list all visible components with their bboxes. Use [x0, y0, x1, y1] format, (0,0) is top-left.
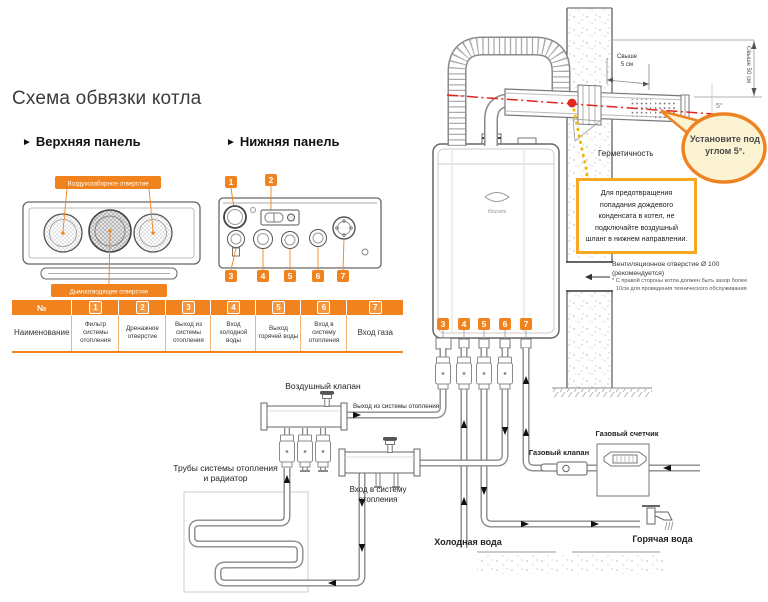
- col-header-no: №: [12, 300, 73, 315]
- section-top-panel: ►Верхняя панель: [22, 134, 141, 149]
- flue-callout: Дымоотводящее отверстие: [70, 289, 149, 296]
- label-air-valve: Воздушный клапан: [285, 381, 361, 391]
- vent-note1: * С правой стороны котла должен быть заз…: [612, 278, 748, 285]
- balloon-text: Установите под углом 5°.: [690, 134, 760, 157]
- air-valve-icon: [319, 390, 335, 407]
- vent-line2: (рекомендуется): [612, 270, 665, 278]
- label-hot-water: Горячая вода: [632, 534, 693, 544]
- brand-logo-icon: [484, 192, 510, 202]
- col-header-6: 6: [300, 300, 348, 315]
- col-header-7: 7: [346, 300, 403, 315]
- piping: [183, 348, 700, 593]
- panel-port-4: [253, 229, 273, 249]
- svg-text:7: 7: [341, 271, 346, 281]
- port-4-name: Вход холодной воды: [210, 315, 257, 353]
- top-panel-drawing: Воздухозаборное отверстие Дымоотводящее …: [22, 176, 201, 297]
- svg-text:5: 5: [288, 271, 293, 281]
- boiler-badge-3: 3: [437, 318, 449, 330]
- port-1-name: Фильтр системы отопления: [71, 315, 120, 353]
- col-header-1: 1: [71, 300, 120, 315]
- air-intake-callout: Воздухозаборное отверстие: [67, 181, 149, 188]
- boiler: Kiturami: [432, 133, 560, 350]
- label-heating-in: Вход в систему отопления: [349, 485, 407, 504]
- install-angle-balloon: [660, 109, 767, 184]
- row-label: Наименование: [12, 315, 73, 353]
- ground-texture: [477, 554, 663, 574]
- svg-text:6: 6: [316, 271, 321, 281]
- col-header-3: 3: [165, 300, 212, 315]
- panel-badges: 1 2 3 4 5 6 7: [225, 174, 349, 282]
- ventilation-note: Вентиляционное отверстие Ø 100 (рекоменд…: [612, 260, 764, 293]
- heating-supply-manifold: [338, 436, 421, 477]
- port-6-name: Вход в систему отопления: [300, 315, 348, 353]
- radiator-frame: [183, 491, 309, 593]
- brand-text: Kiturami: [488, 209, 506, 215]
- angle-label: 5°: [716, 102, 723, 110]
- page-title: Схема обвязки котла: [12, 88, 202, 109]
- gas-valve-icon: [540, 461, 588, 476]
- hot-water-tap-icon: [642, 505, 674, 531]
- vent-line1: Вентиляционное отверстие Ø 100: [612, 261, 720, 268]
- label-tightness: Герметичность: [598, 149, 654, 158]
- panel-port-6: [309, 229, 327, 247]
- label-gas-meter: Газовый счетчик: [595, 429, 659, 438]
- port-2-name: Дренажное отверстие: [118, 315, 167, 353]
- dim-over50: Свыше 50 см: [745, 46, 751, 83]
- section-bottom-panel: ►Нижняя панель: [226, 134, 340, 149]
- panel-port-7: [332, 216, 356, 240]
- triangle-marker-icon: ►: [226, 137, 236, 148]
- label-gas-valve: Газовый клапан: [528, 448, 590, 457]
- svg-text:3: 3: [229, 271, 234, 281]
- label-heating-out: Выход из системы отопления: [353, 403, 440, 410]
- seal-triangle: [572, 118, 602, 142]
- triangle-marker-icon: ►: [22, 137, 32, 148]
- condensate-point: [567, 98, 577, 108]
- bottom-panel-drawing: 1 2 3 4 5 6 7: [218, 174, 382, 282]
- boiler-badge-4: 4: [458, 318, 470, 330]
- svg-text:1: 1: [229, 177, 234, 187]
- rain-condensate-note: Для предотвращения попадания дождевого к…: [576, 178, 697, 254]
- label-cold-water: Холодная вода: [434, 537, 502, 547]
- dim-over5-line1: Свыше: [617, 54, 638, 60]
- boiler-badge-6: 6: [499, 318, 511, 330]
- port-3-name: Выход из системы отопления: [165, 315, 212, 353]
- svg-text:4: 4: [261, 271, 266, 281]
- dim-over5-line2: 5 см: [621, 62, 633, 68]
- dimensions: [606, 39, 762, 122]
- flue-centerline: [446, 94, 743, 117]
- boiler-badge-7: 7: [520, 318, 532, 330]
- condensate-drip-dots: [572, 108, 589, 178]
- col-header-5: 5: [255, 300, 302, 315]
- vent-note2: 10см для проведения технического обслужи…: [616, 285, 747, 292]
- panel-control-2: [260, 209, 300, 226]
- port-5-name: Выход горячей воды: [255, 315, 302, 353]
- boiler-badge-5: 5: [478, 318, 490, 330]
- air-intake-duct: [447, 36, 571, 146]
- flow-arrows: [283, 376, 671, 587]
- manifold-valve-icon: [382, 436, 398, 453]
- gas-meter-icon: [596, 443, 650, 497]
- port-7-name: Вход газа: [346, 315, 403, 353]
- label-radiator: Трубы системы отопления и радиатор: [173, 463, 278, 484]
- air-valve-manifold: [260, 390, 348, 431]
- ports-table: № 1 2 3 4 5 6 7 Наименование Фильтр сист…: [12, 300, 403, 353]
- col-header-2: 2: [118, 300, 167, 315]
- svg-text:2: 2: [269, 175, 274, 185]
- col-header-4: 4: [210, 300, 257, 315]
- panel-port-3: [227, 230, 245, 248]
- panel-port-5: [281, 231, 299, 249]
